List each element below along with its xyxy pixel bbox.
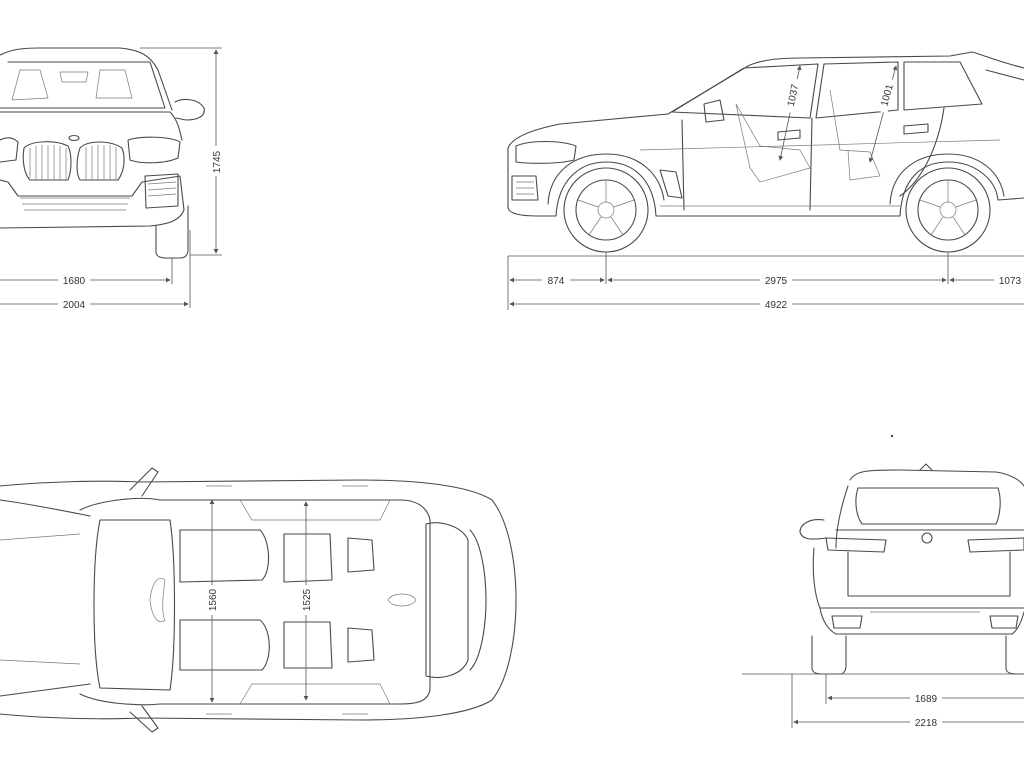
brand-logo-icon xyxy=(921,532,933,544)
height-label: 1745 xyxy=(212,150,223,173)
rear-shoulder-label: 1525 xyxy=(302,588,313,611)
length-label: 4922 xyxy=(765,300,788,311)
front-shoulder-label: 1560 xyxy=(208,588,219,611)
rear-width-label: 2218 xyxy=(915,718,938,729)
wheelbase-label: 2975 xyxy=(765,276,788,287)
front-headroom-label: 1037 xyxy=(786,83,801,107)
rear-overhang-label: 1073 xyxy=(999,276,1022,287)
front-overhang-label: 874 xyxy=(548,276,565,287)
front-dimensions xyxy=(0,47,223,310)
rear-view: 1689 2218 xyxy=(742,434,1024,729)
front-width-label: 2004 xyxy=(63,300,86,311)
rear-track-label: 1689 xyxy=(915,694,938,705)
front-track-label: 1680 xyxy=(63,276,86,287)
brand-logo-icon xyxy=(68,134,80,142)
side-view: 1037 1001 874 2975 1073 4922 xyxy=(507,51,1024,311)
rear-dimensions xyxy=(742,673,1024,728)
side-dimensions xyxy=(507,252,1024,310)
front-view: 1680 2004 1745 xyxy=(0,47,223,311)
top-view: 1560 1525 xyxy=(0,467,517,733)
